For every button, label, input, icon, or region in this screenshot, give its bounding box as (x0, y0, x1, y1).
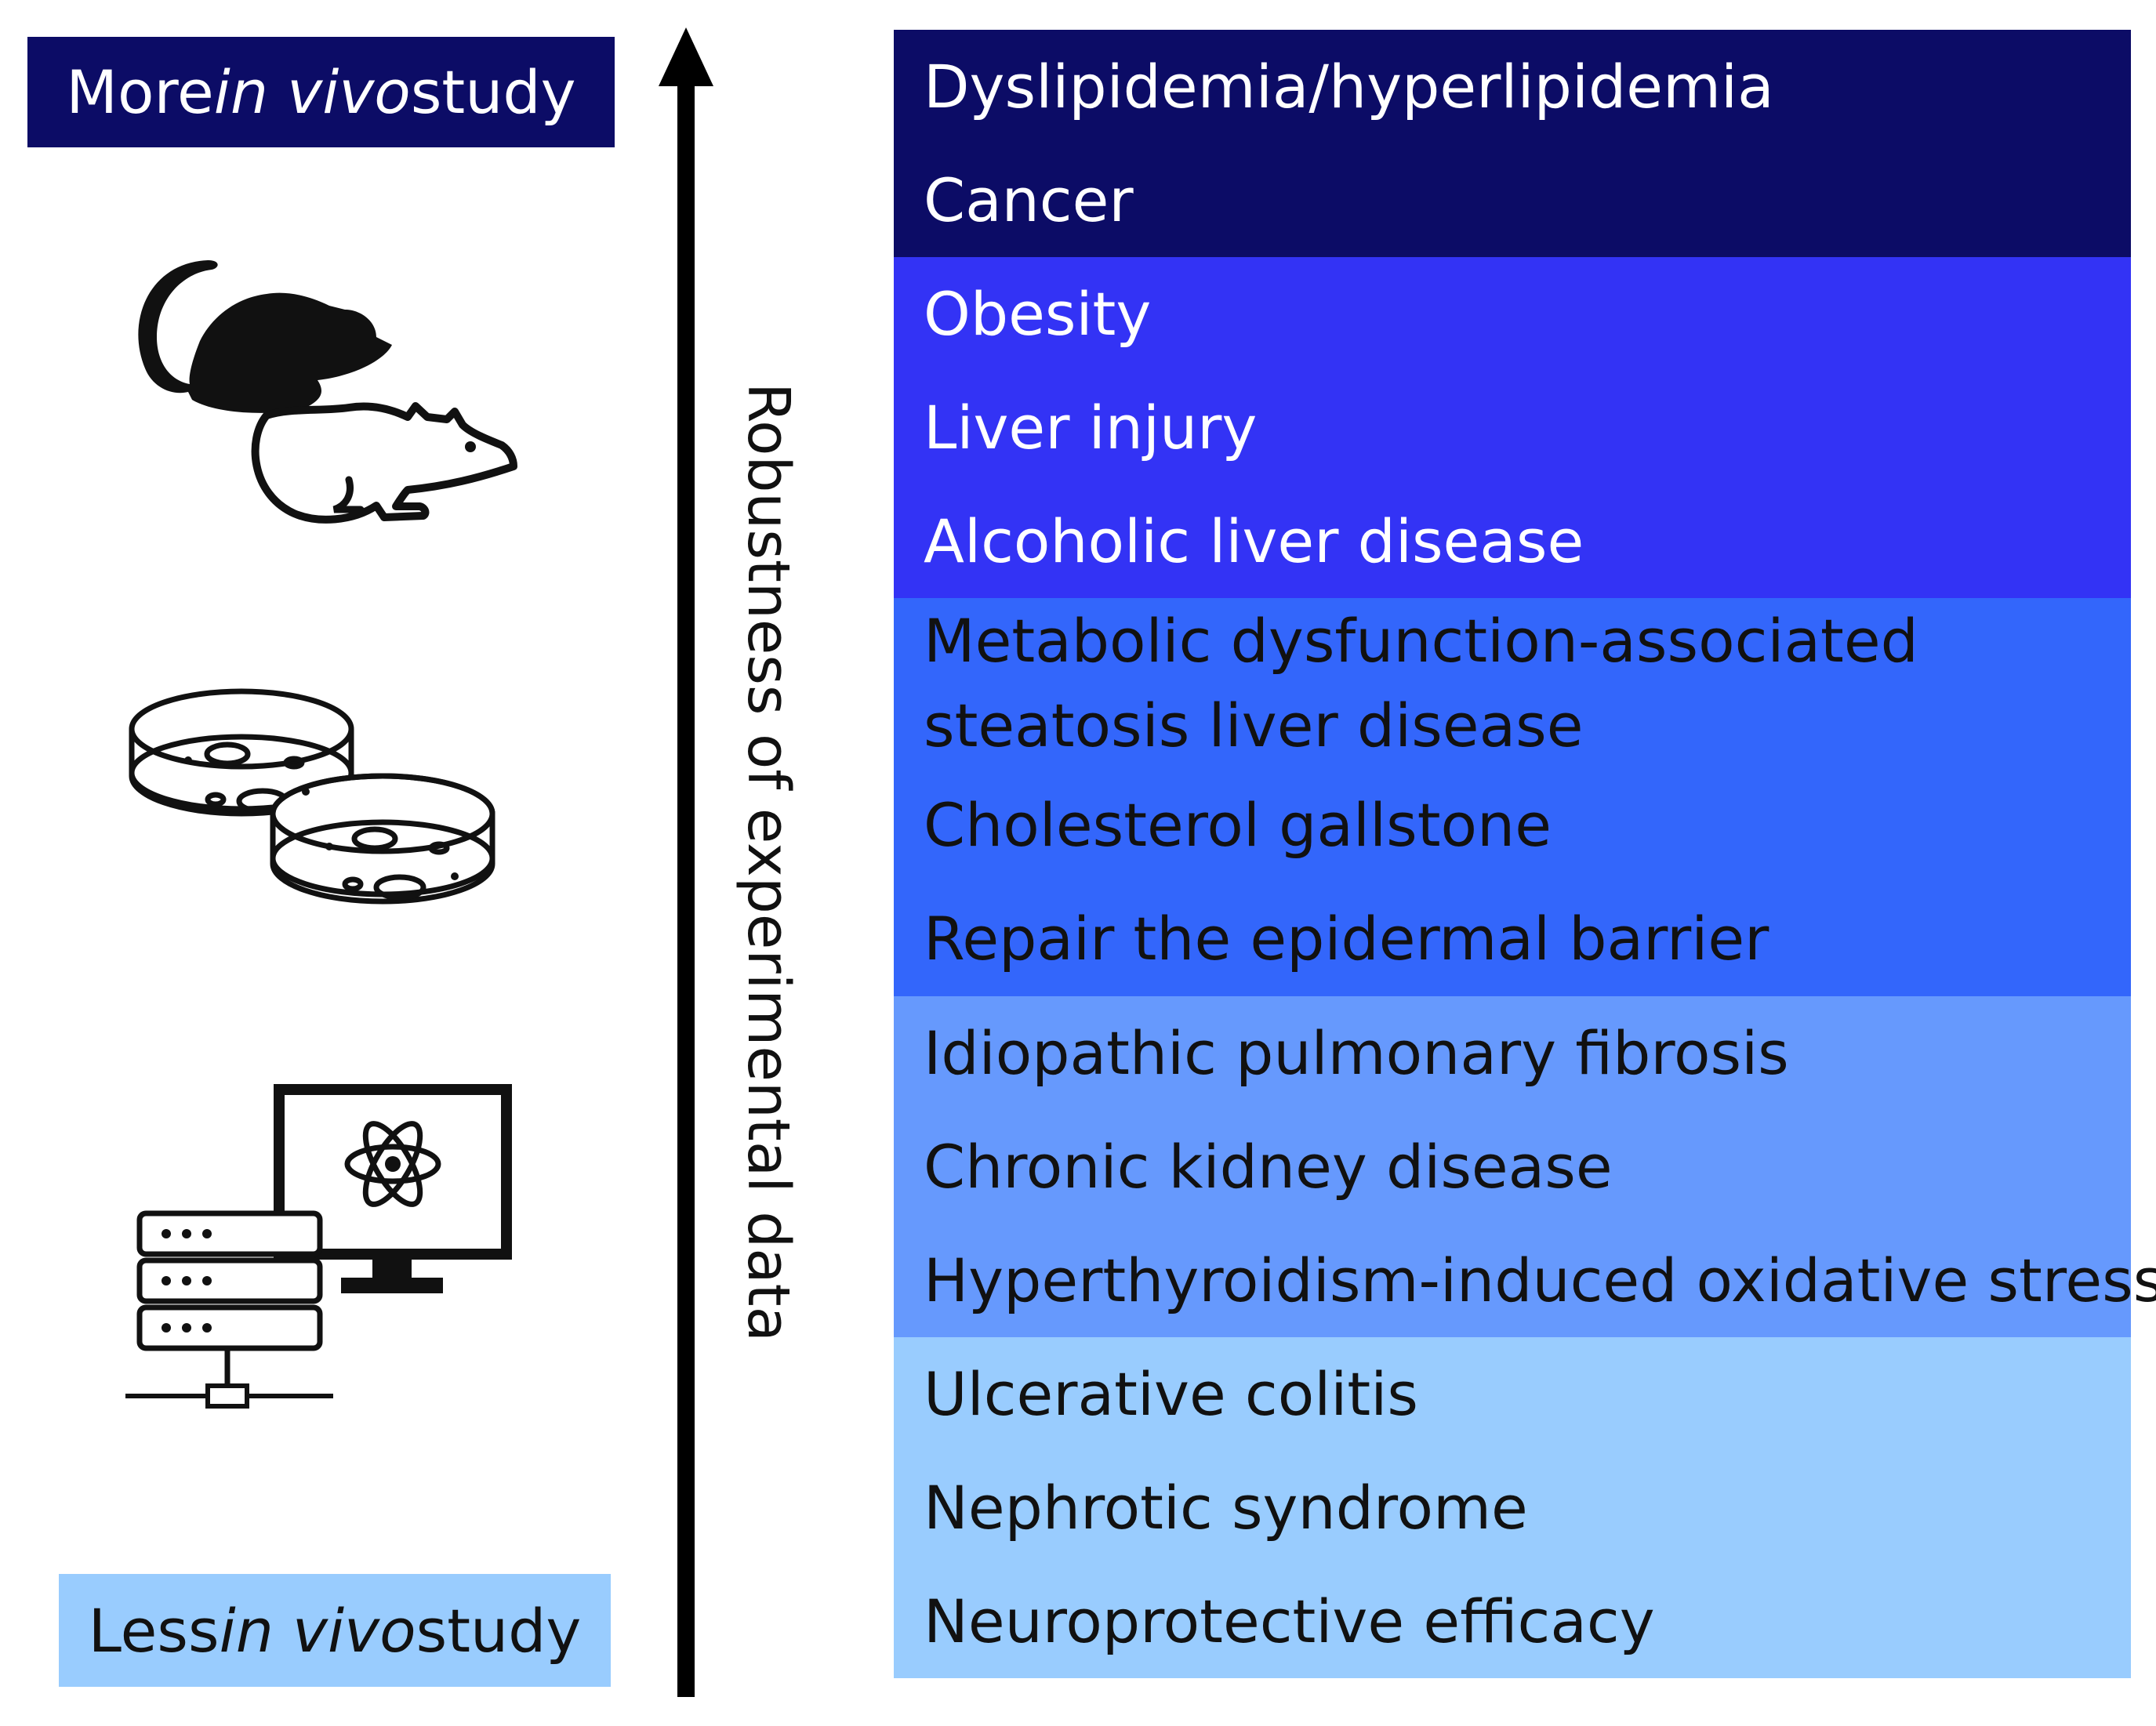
tier-3: Metabolic dysfunction-associated steatos… (894, 598, 2131, 996)
disease-item: Hyperthyroidism-induced oxidative stress (924, 1245, 2156, 1315)
disease-item: Ulcerative colitis (924, 1358, 1418, 1429)
computer-server-icon (125, 1084, 512, 1409)
disease-item: Chronic kidney disease (924, 1131, 1613, 1202)
disease-item: Cholesterol gallstone (924, 790, 1552, 861)
more-suffix: study (410, 57, 576, 127)
less-italic: in vivo (219, 1595, 416, 1666)
more-prefix: More (66, 57, 214, 127)
disease-item: Neuroprotective efficacy (924, 1586, 1655, 1656)
disease-item: Liver injury (924, 392, 1258, 462)
more-in-vivo-label: More in vivo study (27, 37, 615, 147)
less-prefix: Less (88, 1595, 220, 1666)
more-italic: in vivo (213, 57, 411, 127)
disease-item: Dyslipidemia/hyperlipidemia (924, 51, 1774, 121)
disease-item: Alcoholic liver disease (924, 506, 1584, 576)
disease-item: Obesity (924, 278, 1152, 349)
less-in-vivo-label: Less in vivo study (59, 1574, 611, 1687)
mice-icon (138, 260, 517, 524)
robustness-arrow (659, 27, 713, 1697)
disease-item: Repair the epidermal barrier (924, 904, 1769, 974)
less-suffix: study (416, 1595, 582, 1666)
disease-item: Metabolic dysfunction-associated steatos… (924, 605, 1918, 760)
disease-item: Cancer (924, 165, 1134, 235)
disease-item: Nephrotic syndrome (924, 1472, 1528, 1543)
axis-label: Robustness of experimental data (735, 383, 802, 1342)
disease-item: Idiopathic pulmonary fibrosis (924, 1017, 1789, 1088)
petri-dish-icon (129, 688, 495, 905)
